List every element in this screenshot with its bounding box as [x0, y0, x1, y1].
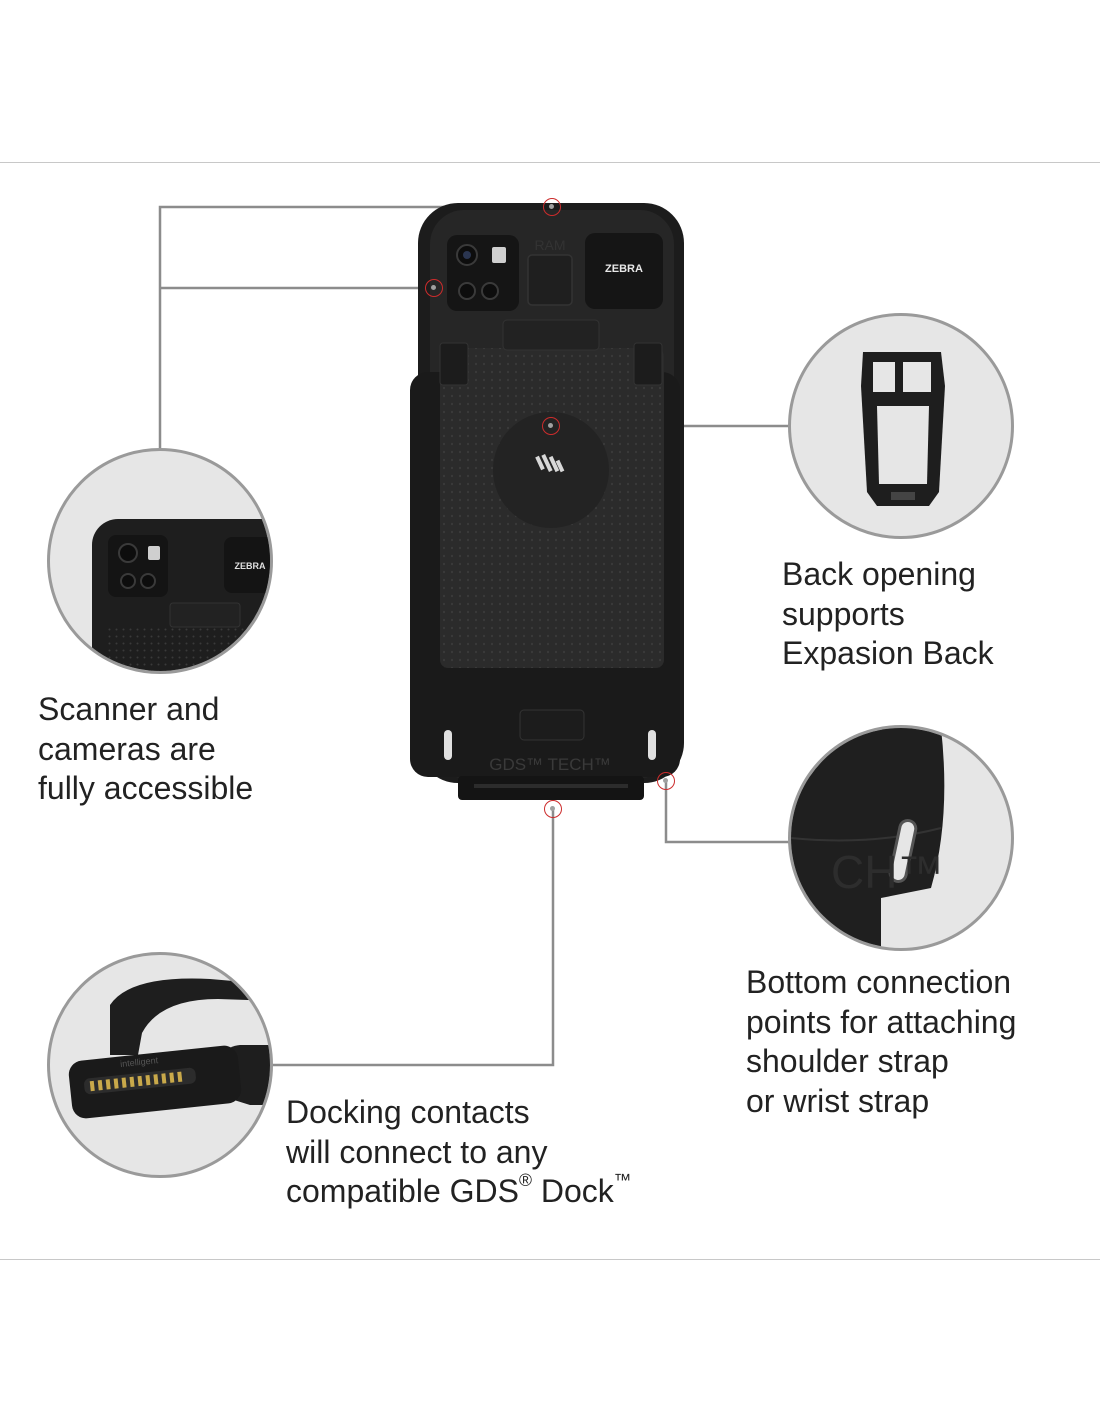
- content-frame: [0, 162, 1100, 1260]
- dock-connector-image: intelligent: [68, 978, 270, 1119]
- callout-bottom-line: Bottom connection: [746, 964, 1012, 1000]
- callout-scanner-line: cameras are: [38, 730, 216, 767]
- callout-dot-top: [543, 198, 561, 216]
- detail-circle-strap: CH™: [788, 725, 1014, 951]
- callout-bottom-line: or wrist strap: [746, 1082, 930, 1119]
- callout-bottom-connection: Bottom connection points for attaching s…: [746, 963, 1016, 1121]
- detail-circle-scanner: ZEBRA: [47, 448, 273, 674]
- detail-circle-back: [788, 313, 1014, 539]
- strap-point-image: CH™: [791, 728, 945, 948]
- callout-dot-back: [542, 417, 560, 435]
- callout-docking-line: compatible GDS® Dock™: [286, 1170, 632, 1209]
- callout-docking-line: Docking contacts: [286, 1094, 530, 1130]
- callout-scanner: Scanner and cameras are fully accessible: [38, 690, 253, 809]
- device-brand-label: ZEBRA: [605, 263, 643, 275]
- expansion-frame-image: [861, 352, 945, 506]
- callout-bottom-line: shoulder strap: [746, 1043, 949, 1079]
- callout-back-line: supports: [782, 595, 905, 632]
- device-bottom-label: GDS™ TECH™: [489, 755, 611, 774]
- device-back-image: ZEBRA RAM GDS™ TECH™: [410, 203, 684, 800]
- callout-dot-dock: [544, 800, 562, 818]
- callout-back-line: Expasion Back: [782, 635, 994, 671]
- callout-docking-line: will connect to any: [286, 1133, 548, 1170]
- callout-back-line: Back opening: [782, 556, 976, 592]
- callout-back-opening: Back opening supports Expasion Back: [782, 555, 994, 674]
- callout-bottom-line: points for attaching: [746, 1003, 1017, 1040]
- connector-text: intelligent: [120, 1055, 159, 1069]
- callout-scanner-line: fully accessible: [38, 770, 254, 806]
- callout-docking: Docking contacts will connect to any com…: [286, 1093, 631, 1212]
- detail-circle-dock: intelligent: [47, 952, 273, 1178]
- scanner-detail-image: ZEBRA: [92, 519, 270, 671]
- device-top-label: RAM: [534, 237, 565, 253]
- callout-dot-camera: [425, 279, 443, 297]
- scanner-detail-brand: ZEBRA: [235, 561, 266, 571]
- strap-detail-text: CH™: [831, 846, 943, 898]
- callout-dot-strap: [657, 772, 675, 790]
- callout-scanner-line: Scanner and: [38, 691, 220, 727]
